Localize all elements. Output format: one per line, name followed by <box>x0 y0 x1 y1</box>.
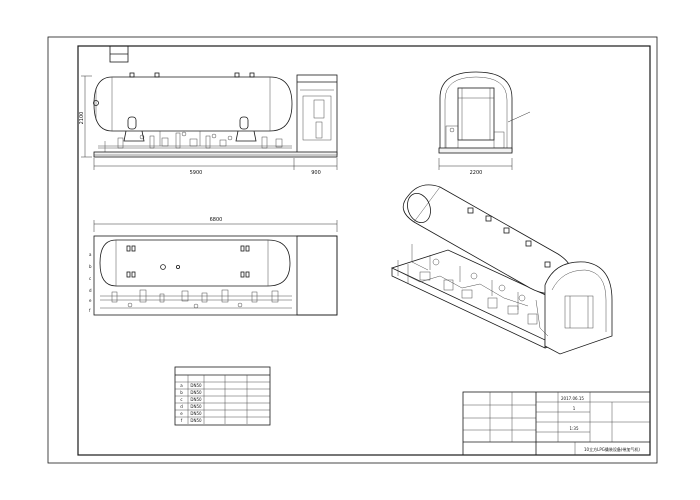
side-elevation-view: 2200 <box>438 71 531 176</box>
title-block-date-note: 2017.06.15 <box>561 396 584 401</box>
plan-marker-c: c <box>89 276 91 281</box>
plan-marker-f: f <box>89 308 91 313</box>
tank-end-face <box>457 87 495 141</box>
nozzle-table-cell: DN50 <box>190 411 202 416</box>
title-block-drawing-title: 10立方LPG撬装设备(带加气机) <box>584 446 640 452</box>
nozzle-table-cell: b <box>180 390 183 395</box>
inner-frame <box>77 45 651 456</box>
nozzle-table-cell: DN50 <box>190 397 202 402</box>
outer-border <box>47 36 658 464</box>
nozzle-table-cell: f <box>181 418 183 423</box>
plan-marker-d: d <box>89 288 92 293</box>
canopy-side <box>439 71 513 152</box>
dim-front-cabinet: 900 <box>311 170 321 176</box>
tank-body <box>93 76 293 132</box>
plan-marker-b: b <box>89 264 92 269</box>
dim-side-width: 2200 <box>470 170 483 176</box>
nozzle-table-cell: c <box>180 397 182 402</box>
nozzle-table-cell: DN50 <box>190 404 202 409</box>
tank-saddle <box>235 130 257 142</box>
nozzle-table-cell: DN50 <box>190 390 202 395</box>
tank-saddle <box>123 130 145 142</box>
iso-tank <box>402 184 572 294</box>
plan-marker-a: a <box>89 252 92 257</box>
title-block-quantity: 1 <box>573 406 576 411</box>
title-block: 2017.06.15 1 1:35 10立方LPG撬装设备(带加气机) <box>462 391 651 456</box>
skid-base <box>93 151 338 158</box>
isometric-view <box>390 184 613 355</box>
dim-front-height: 2100 <box>79 112 85 125</box>
dim-plan-length: 6800 <box>210 217 223 223</box>
plan-marker-e: e <box>89 298 92 303</box>
plan-view: 6800 a b c d e <box>89 217 338 316</box>
nozzle-table-cell: DN50 <box>190 383 202 388</box>
corner-stamp <box>109 45 129 63</box>
nozzle-table-cell: a <box>180 383 183 388</box>
plan-tank <box>99 239 291 287</box>
dim-front-length: 5900 <box>190 170 203 176</box>
iso-canopy <box>544 261 613 355</box>
front-elevation-view: 5900 900 2100 <box>79 72 338 176</box>
nozzle-table-cell: DN50 <box>190 418 202 423</box>
nozzle-table-cell: e <box>180 411 183 416</box>
nozzle-table-cell: d <box>180 404 183 409</box>
title-block-scale: 1:35 <box>570 426 579 431</box>
